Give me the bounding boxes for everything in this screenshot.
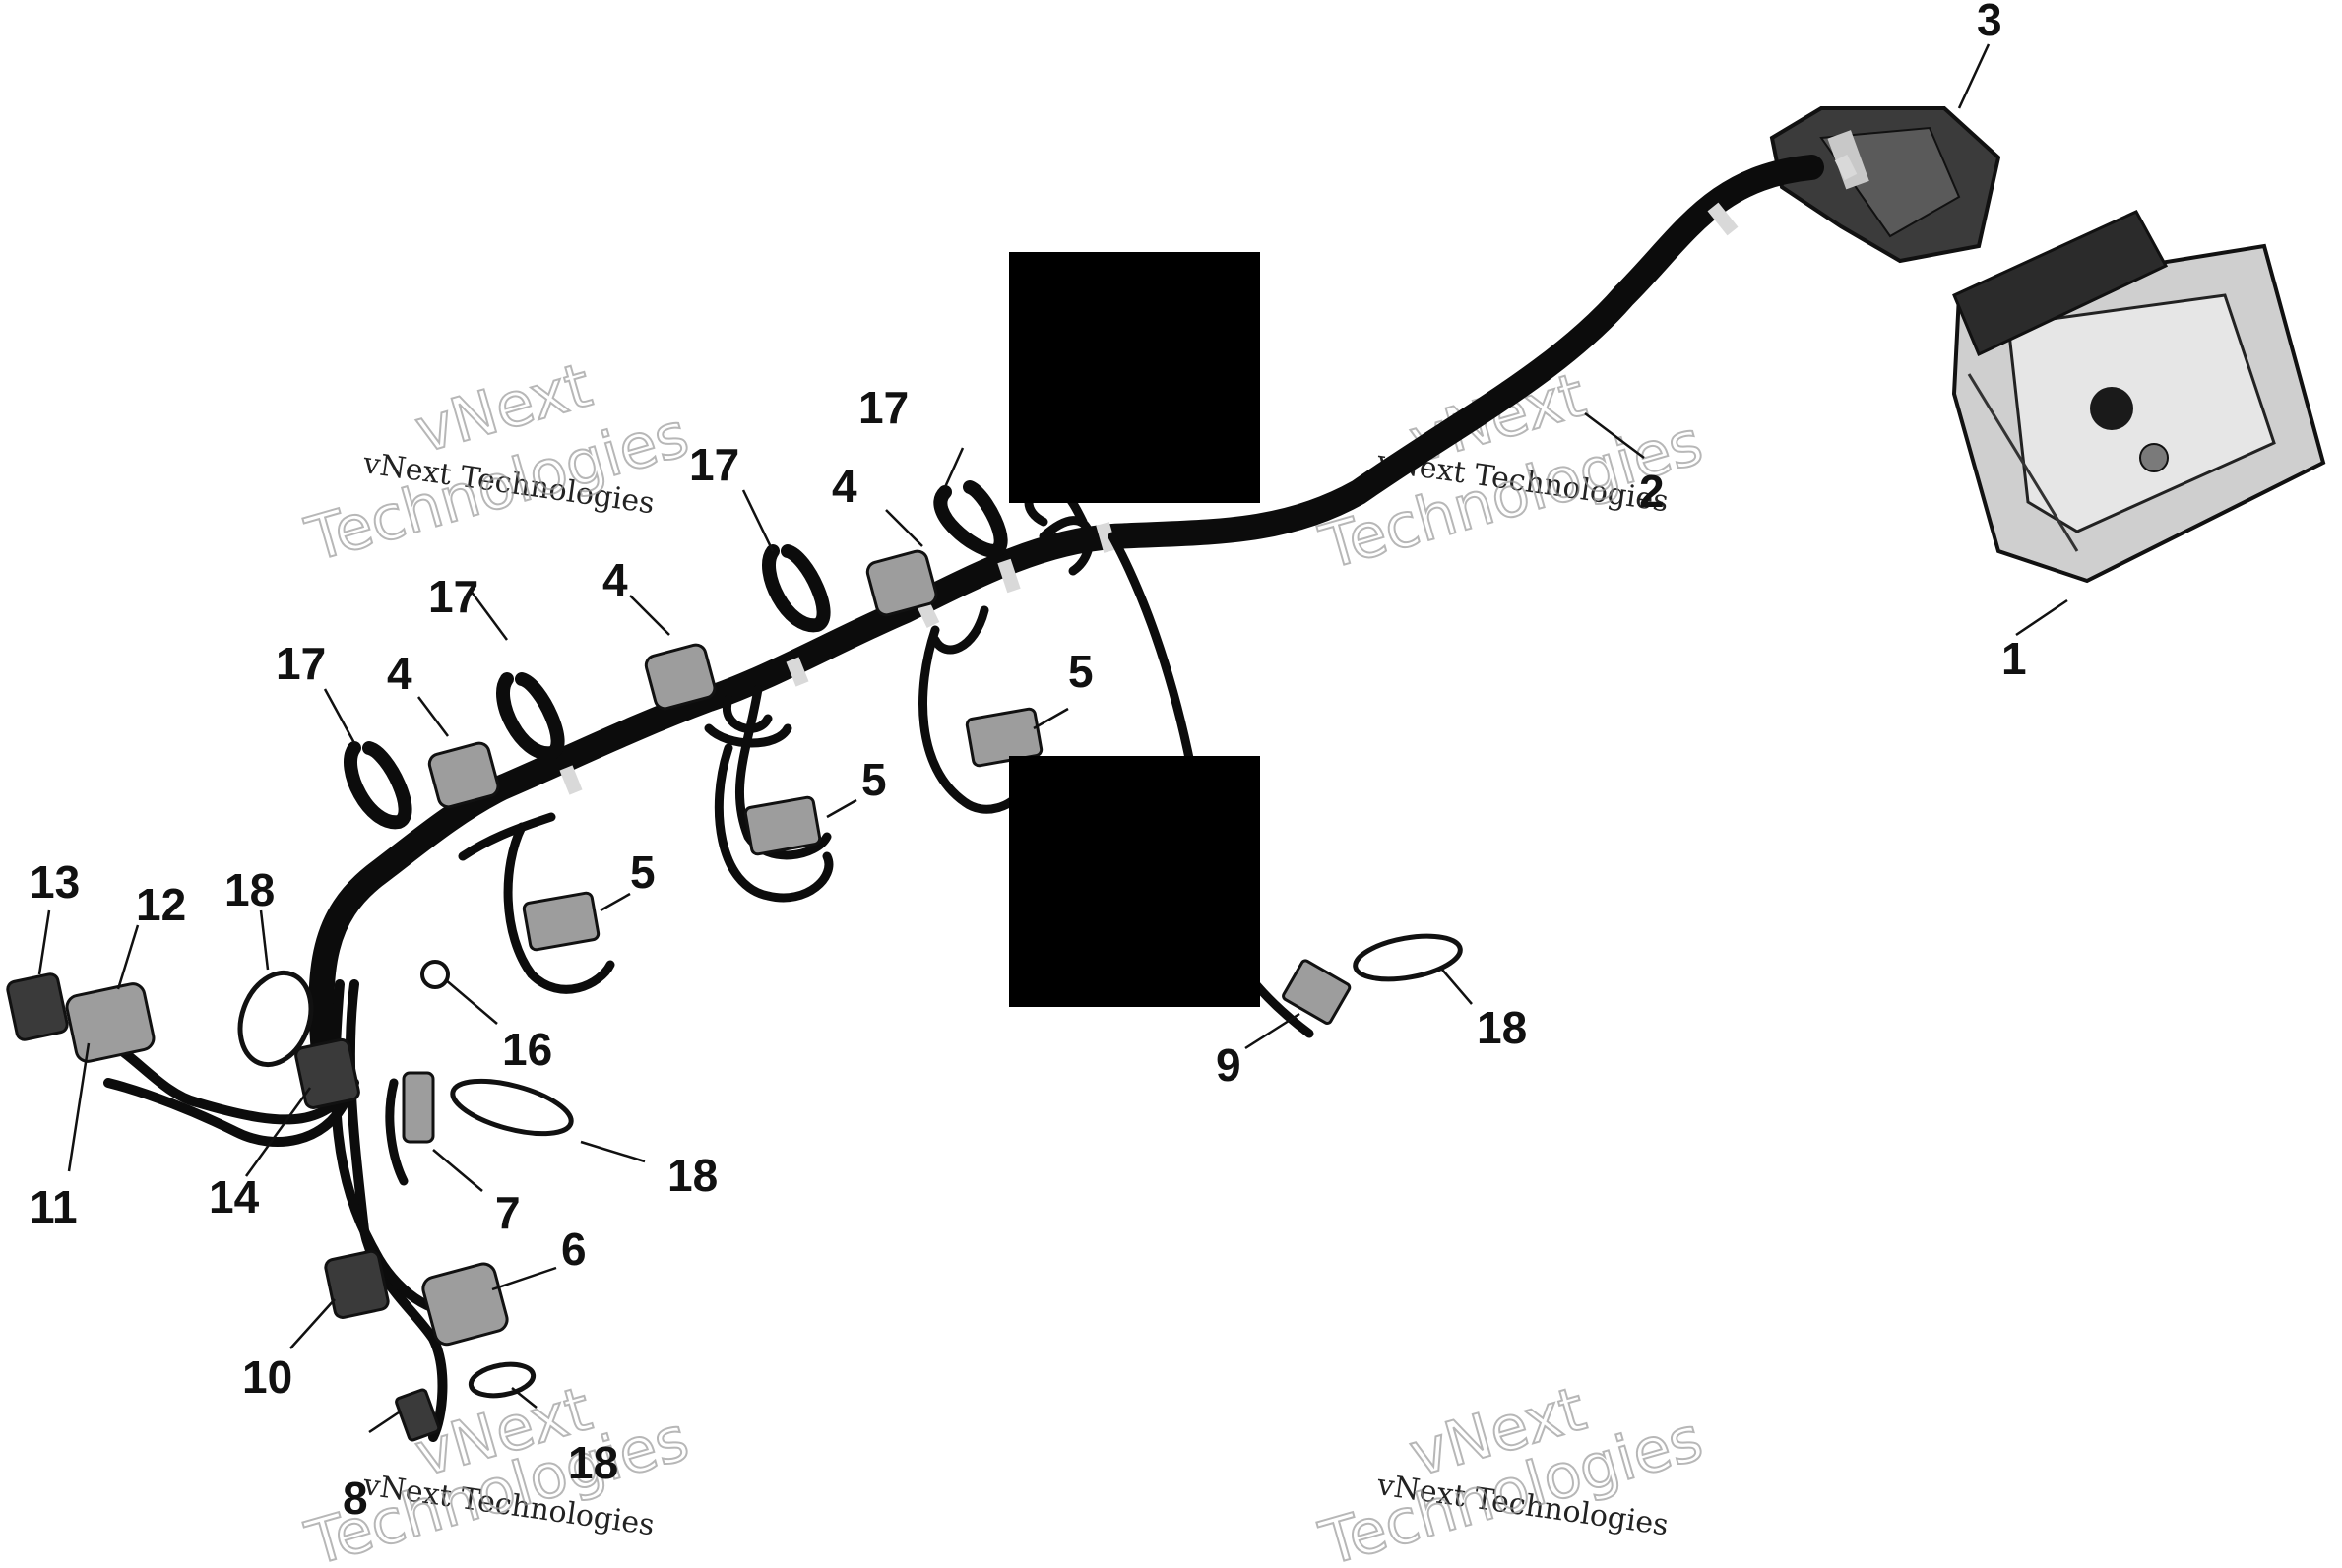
- callout-5-a: 5: [1068, 646, 1094, 697]
- callout-18-d: 18: [1477, 1002, 1527, 1053]
- connector-4: [427, 549, 938, 809]
- callout-6: 6: [561, 1223, 587, 1275]
- ring-tie-18: [237, 933, 1463, 1399]
- connector-5: [522, 707, 1044, 952]
- callout-9: 9: [1216, 1039, 1241, 1091]
- redaction-box-top: [1009, 252, 1260, 503]
- harness-trunk: [84, 154, 1858, 1442]
- callout-5-b: 5: [861, 754, 887, 805]
- main-connector: [1769, 106, 2001, 264]
- callout-18-c: 18: [568, 1437, 618, 1488]
- callout-1: 1: [2001, 633, 2027, 684]
- callout-17-a: 17: [858, 382, 909, 433]
- leader-lines: [37, 43, 2068, 1434]
- redaction-box-bottom: [1009, 756, 1260, 1007]
- connector-misc: [6, 959, 1352, 1442]
- callout-2: 2: [1639, 466, 1665, 517]
- callout-4-a: 4: [832, 461, 857, 512]
- callout-numbers: 1 2 3 4 4 4 5 5 5 6 7 8 9 10 11 12 13 14…: [30, 0, 2027, 1524]
- callout-16: 16: [502, 1024, 552, 1075]
- watermark-bottom-left: vNext Technologies vNext Technologies: [297, 1371, 697, 1568]
- callout-11: 11: [30, 1181, 78, 1232]
- callout-14: 14: [209, 1171, 260, 1223]
- callout-10: 10: [242, 1351, 292, 1403]
- callout-12: 12: [136, 879, 186, 930]
- callout-13: 13: [30, 856, 80, 908]
- callout-17-c: 17: [428, 571, 478, 622]
- callout-3: 3: [1977, 0, 2002, 45]
- callout-18-a: 18: [224, 864, 275, 915]
- watermark-bottom-right: vNext Technologies vNext Technologies: [1311, 1371, 1711, 1568]
- callout-4-c: 4: [387, 648, 412, 699]
- callout-18-b: 18: [667, 1150, 718, 1201]
- connector-4: [964, 638, 1037, 706]
- callout-8: 8: [343, 1473, 368, 1524]
- callout-5-c: 5: [630, 847, 656, 898]
- callout-17-d: 17: [276, 638, 326, 689]
- callout-4-b: 4: [602, 554, 628, 605]
- ecu-module: [1951, 210, 2326, 584]
- watermark-top-left: vNext Technologies vNext Technologies: [297, 347, 697, 576]
- cable-tie-17: [344, 480, 1008, 830]
- callout-17-b: 17: [689, 439, 739, 490]
- callout-7: 7: [495, 1187, 521, 1238]
